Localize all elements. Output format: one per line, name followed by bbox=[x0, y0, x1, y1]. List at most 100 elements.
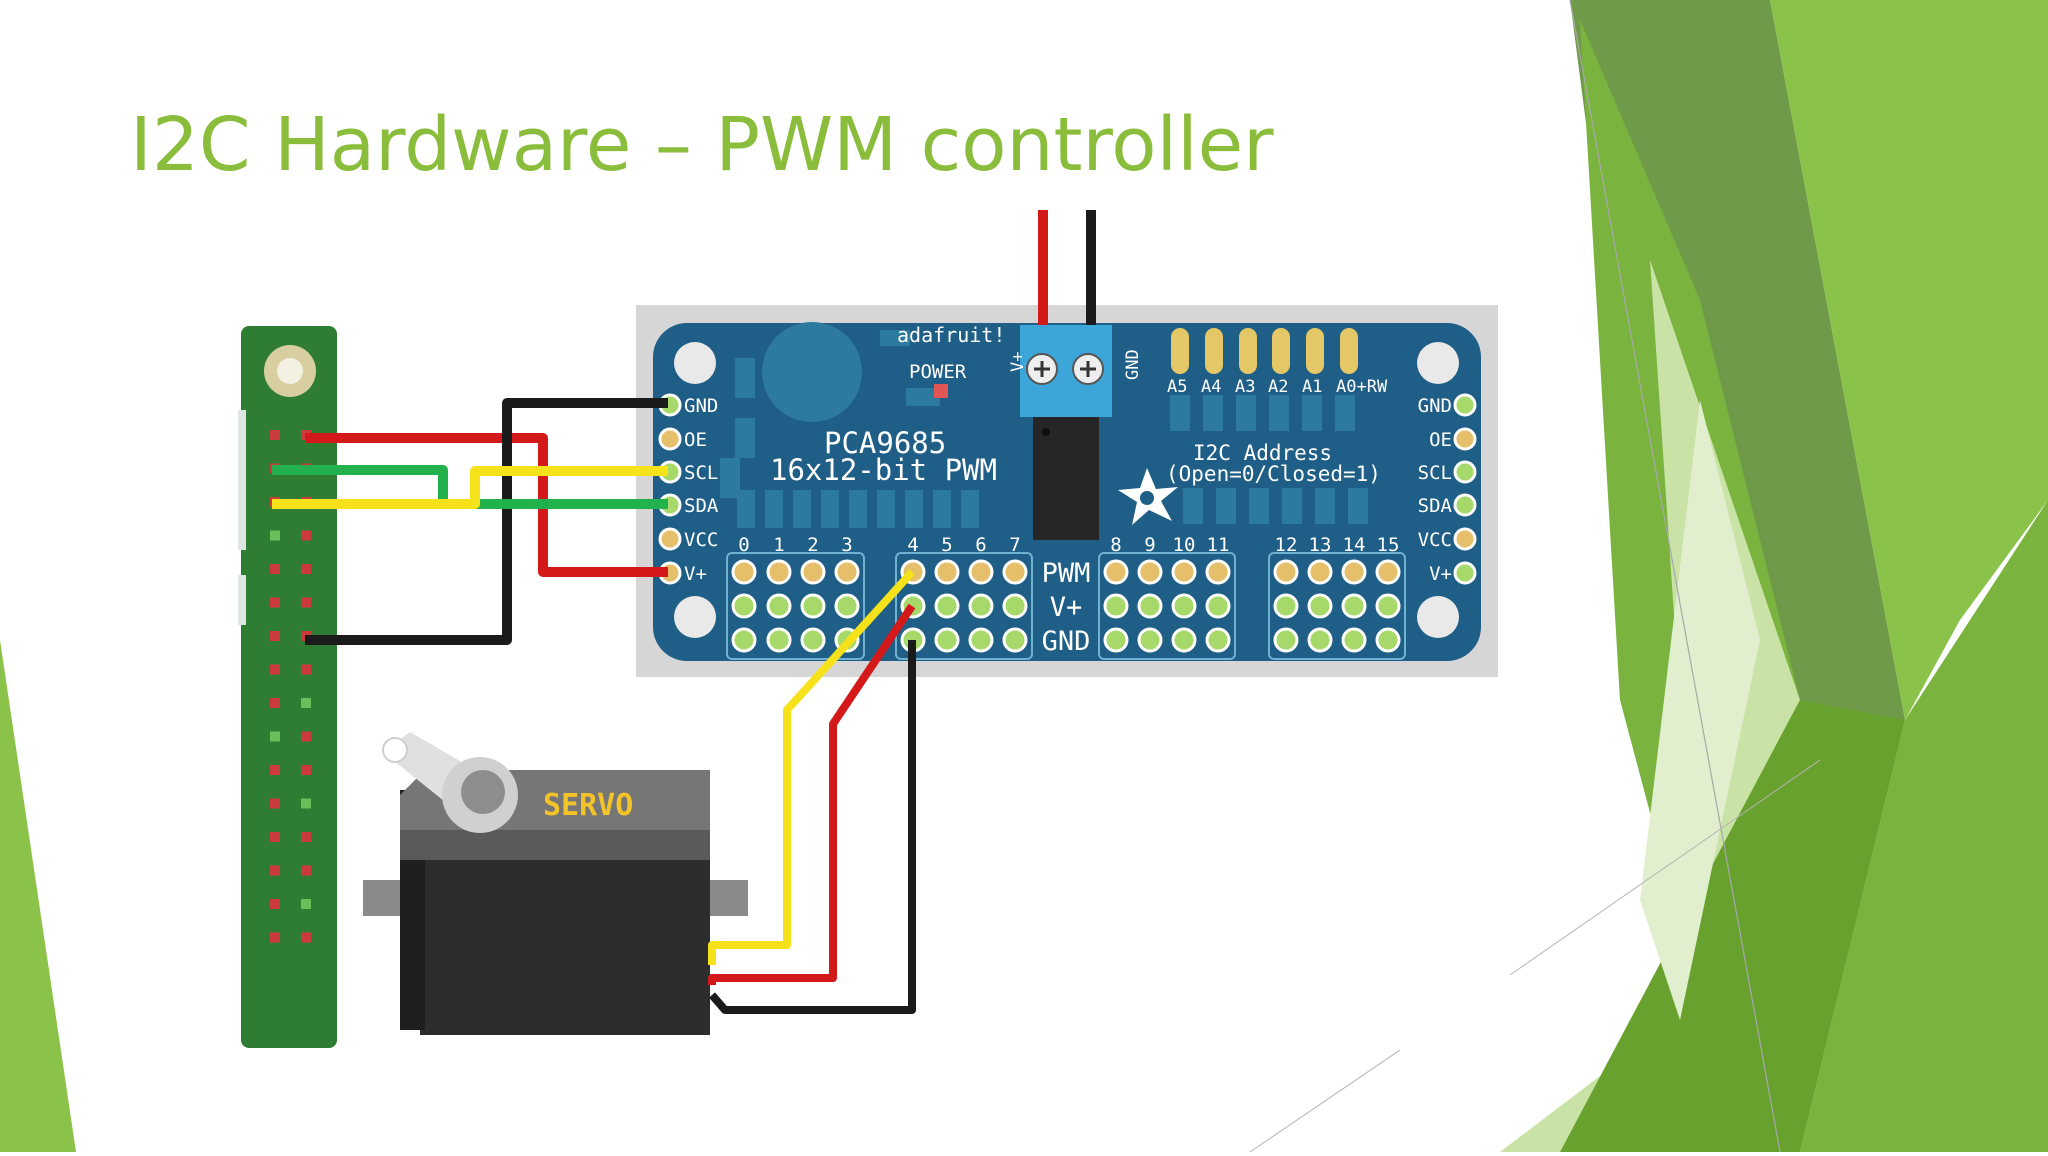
left-pin-label: GND bbox=[684, 395, 718, 417]
channel-headers bbox=[726, 552, 1406, 660]
channel-label: 1 bbox=[773, 534, 784, 556]
smd-pads bbox=[737, 395, 1368, 528]
terminal-gnd-label: GND bbox=[1123, 349, 1143, 380]
gpio-pin bbox=[301, 698, 311, 708]
channel-label: 10 bbox=[1173, 534, 1196, 556]
gpio-pin bbox=[270, 698, 280, 708]
gpio-pin bbox=[270, 798, 280, 809]
power-label: POWER bbox=[909, 361, 967, 383]
channel-pin bbox=[934, 593, 960, 619]
channel-label: 6 bbox=[975, 534, 986, 556]
chip-name: PCA9685 bbox=[824, 426, 946, 460]
address-pin-label: A0+RW bbox=[1336, 377, 1388, 397]
channel-pin bbox=[1171, 593, 1197, 619]
channel-label: 14 bbox=[1343, 534, 1366, 556]
channel-pin bbox=[1273, 559, 1299, 585]
decorative-facets-right bbox=[1249, 0, 2048, 1153]
channel-label: 0 bbox=[738, 534, 749, 556]
gpio-pin bbox=[270, 899, 280, 909]
servo-label: SERVO bbox=[543, 788, 633, 823]
channel-pin bbox=[800, 627, 826, 653]
gpio-pin bbox=[301, 664, 311, 675]
address-jumpers bbox=[1171, 328, 1358, 374]
channel-pin bbox=[1273, 627, 1299, 653]
channel-pin bbox=[1103, 627, 1129, 653]
address-pin-label: A5 bbox=[1167, 377, 1187, 397]
channel-pin bbox=[1002, 559, 1028, 585]
channel-pin bbox=[1171, 627, 1197, 653]
address-note: (Open=0/Closed=1) bbox=[1166, 462, 1381, 486]
gpio-pin bbox=[301, 564, 311, 574]
pca9685-chip bbox=[1033, 415, 1099, 540]
gpio-pin bbox=[270, 664, 280, 675]
gpio-pin bbox=[301, 597, 311, 608]
channel-pin bbox=[1103, 593, 1129, 619]
channel-pin bbox=[766, 593, 792, 619]
channel-label: 11 bbox=[1207, 534, 1230, 556]
gpio-pin bbox=[270, 564, 280, 574]
channel-pin bbox=[1341, 559, 1367, 585]
channel-label: 5 bbox=[941, 534, 952, 556]
channel-pin bbox=[1171, 559, 1197, 585]
gpio-pin bbox=[301, 899, 311, 909]
channel-pin bbox=[1205, 627, 1231, 653]
gpio-pin bbox=[301, 731, 311, 742]
right-pin-label: SDA bbox=[1418, 495, 1453, 517]
gpio-pin bbox=[270, 530, 280, 541]
channel-pin bbox=[1002, 593, 1028, 619]
row-label: V+ bbox=[1050, 592, 1083, 623]
gpio-pin bbox=[270, 865, 280, 876]
right-pin-label: VCC bbox=[1418, 529, 1452, 551]
channel-pin bbox=[934, 627, 960, 653]
gpio-pin bbox=[270, 932, 280, 943]
gpio-pin bbox=[301, 865, 311, 876]
gpio-pin bbox=[301, 530, 311, 541]
channel-pin bbox=[766, 559, 792, 585]
row-label: GND bbox=[1042, 626, 1091, 657]
channel-label: 15 bbox=[1377, 534, 1400, 556]
channel-pin bbox=[1273, 593, 1299, 619]
address-title: I2C Address bbox=[1193, 441, 1332, 465]
channel-label: 12 bbox=[1275, 534, 1298, 556]
channel-label: 7 bbox=[1009, 534, 1020, 556]
channel-pin bbox=[800, 593, 826, 619]
left-pin-label: V+ bbox=[684, 563, 707, 585]
channel-pin bbox=[1341, 593, 1367, 619]
channel-pin bbox=[968, 593, 994, 619]
channel-pin bbox=[1137, 627, 1163, 653]
channel-pin bbox=[1375, 627, 1401, 653]
channel-pin bbox=[1103, 559, 1129, 585]
address-pin-label: A2 bbox=[1268, 377, 1288, 397]
channel-pin bbox=[1205, 559, 1231, 585]
servo-motor: SERVO bbox=[363, 732, 748, 1035]
channel-pin bbox=[968, 559, 994, 585]
right-pin-label: V+ bbox=[1429, 563, 1452, 585]
left-pin-label: VCC bbox=[684, 529, 718, 551]
channel-pin bbox=[731, 559, 757, 585]
channel-pin bbox=[731, 593, 757, 619]
address-pin-label: A3 bbox=[1235, 377, 1255, 397]
gpio-pin bbox=[270, 597, 280, 608]
power-input-wires bbox=[1038, 210, 1096, 325]
left-pin-label: OE bbox=[684, 429, 707, 451]
right-pin-label: OE bbox=[1429, 429, 1452, 451]
pi-board-wires bbox=[272, 398, 668, 645]
channel-pin bbox=[1375, 559, 1401, 585]
channel-pin bbox=[1375, 593, 1401, 619]
channel-pin bbox=[1341, 627, 1367, 653]
address-pin-label: A1 bbox=[1302, 377, 1322, 397]
gpio-pin bbox=[301, 798, 311, 809]
channel-pin bbox=[1137, 593, 1163, 619]
gpio-pin bbox=[270, 631, 280, 641]
channel-label: 8 bbox=[1110, 534, 1121, 556]
terminal-vplus-label: V+ bbox=[1008, 352, 1028, 372]
right-pin-label: GND bbox=[1418, 395, 1452, 417]
row-label: PWM bbox=[1042, 558, 1091, 589]
